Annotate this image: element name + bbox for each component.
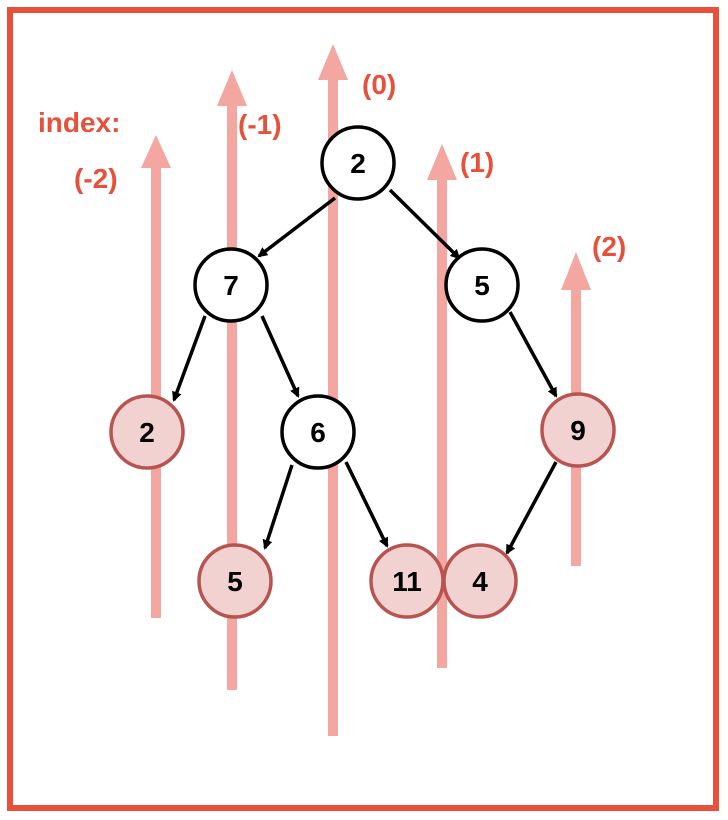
edge-leaf9-leaf4: [505, 461, 558, 555]
tree-node-6: 6: [280, 394, 356, 470]
tree-leaf-2: 2: [109, 394, 185, 470]
column-label-0: (0): [362, 69, 396, 100]
node-value: 2: [139, 417, 155, 448]
tree-edges: [172, 188, 558, 555]
column-arrow-m2: [141, 135, 171, 618]
tree-leaf-11: 11: [369, 543, 445, 619]
node-value: 11: [392, 566, 422, 597]
column-labels: index: (-2) (-1) (0) (1) (2): [38, 69, 626, 262]
tree-leaf-4: 4: [442, 543, 518, 619]
edge-root-n5: [388, 188, 461, 260]
node-value: 5: [227, 566, 243, 597]
tree-leaf-5: 5: [197, 543, 273, 619]
edge-n5-leaf9: [508, 311, 558, 398]
node-value: 9: [570, 415, 586, 446]
tree-node-7: 7: [193, 247, 269, 323]
column-label-1: (1): [460, 147, 494, 178]
column-arrow-m1: [217, 70, 247, 690]
tree-node-root: 2: [320, 125, 396, 201]
column-arrow-1: [427, 144, 457, 668]
node-value: 7: [223, 270, 239, 301]
node-value: 6: [310, 417, 326, 448]
edge-root-n7: [257, 196, 337, 258]
edge-n7-n6: [260, 315, 300, 398]
node-value: 5: [474, 270, 490, 301]
tree-leaf-9: 9: [540, 392, 616, 468]
column-label-2: (2): [592, 231, 626, 262]
tree-nodes: 2 7 5 2 6 9 5 11: [109, 125, 616, 619]
diagram-frame: [7, 7, 719, 811]
column-label-m2: (-2): [74, 163, 118, 194]
edge-n6-leaf5: [262, 464, 294, 550]
tree-node-5: 5: [444, 247, 520, 323]
edge-n6-leaf11: [344, 461, 389, 548]
index-label: index:: [38, 107, 120, 138]
node-value: 4: [472, 566, 488, 597]
column-label-m1: (-1): [238, 109, 282, 140]
node-value: 2: [350, 148, 366, 179]
edge-n7-leaf2: [172, 315, 207, 402]
